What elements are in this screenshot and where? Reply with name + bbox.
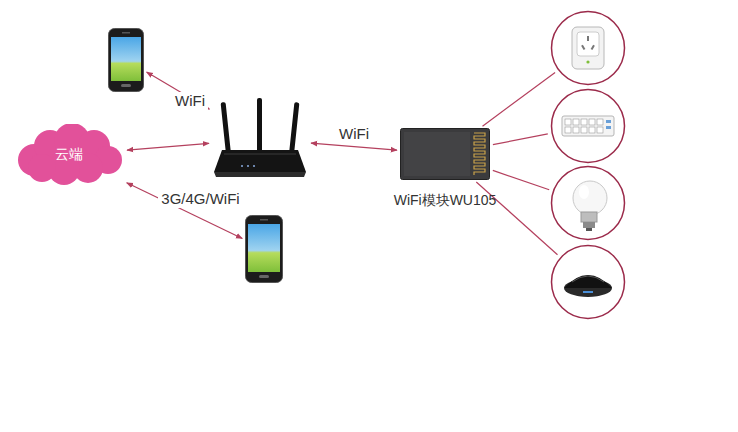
socket-hole (581, 45, 585, 50)
phone-body (246, 216, 283, 283)
node-illustration (245, 215, 283, 283)
bulb-tip (586, 228, 592, 231)
node-illustration (550, 165, 626, 241)
router-antenna (257, 98, 262, 154)
phone-button (121, 84, 131, 87)
strip-outlet (581, 127, 587, 133)
strip-outlet (589, 119, 595, 125)
router-antenna (289, 102, 299, 154)
device-circle (550, 10, 626, 86)
node-illustration (108, 28, 144, 92)
bulb-glass (573, 181, 607, 215)
hub-shine (572, 276, 604, 282)
cloud-puff (28, 154, 56, 182)
strip-outlet (597, 119, 603, 125)
socket-face (577, 32, 599, 56)
router-led (253, 165, 255, 167)
module-board (401, 129, 490, 180)
device-ring (552, 246, 625, 319)
node-illustration (400, 128, 490, 180)
link-line (493, 170, 549, 189)
phone-screen (248, 224, 280, 272)
device-circle (550, 88, 626, 164)
arrow-connector (147, 72, 210, 109)
phone-speaker (122, 32, 130, 34)
socket-led (586, 60, 589, 63)
arrow-connector (127, 183, 243, 239)
router-icon (212, 98, 308, 180)
socket-body (572, 27, 604, 69)
strip-outlet (565, 127, 571, 133)
device-ring (552, 12, 625, 85)
hub-dome (564, 275, 612, 288)
node-illustration (212, 98, 308, 180)
phone-button (259, 275, 269, 278)
router-edge (224, 154, 296, 155)
edge-label: 3G/4G/WiFi (158, 190, 242, 208)
device-circle (550, 165, 626, 241)
strip-body (562, 116, 614, 136)
strip-outlet (573, 119, 579, 125)
edge-label: WiFi (336, 125, 372, 143)
bulb-shine (579, 185, 589, 199)
strip-usb (606, 120, 611, 123)
module-antenna (474, 133, 485, 175)
router-led (241, 165, 243, 167)
strip-outlet (597, 127, 603, 133)
hub-led (583, 291, 593, 293)
phone-icon (108, 28, 144, 92)
device-ring (552, 90, 625, 163)
device-ring (552, 167, 625, 240)
strip-outlet (581, 119, 587, 125)
phone-speaker (260, 219, 268, 221)
node-illustration (550, 244, 626, 320)
node-illustration (550, 88, 626, 164)
bulb-base (583, 222, 595, 228)
socket-hole (587, 36, 589, 41)
cloud-shape: 云端 (14, 124, 124, 186)
edge-label: WiFi (172, 92, 208, 110)
module-label: WiFi模块WU105 (394, 192, 497, 210)
router-body (214, 150, 306, 172)
socket-hole (591, 45, 595, 50)
link-line (493, 134, 548, 145)
node-label: 云端 (55, 146, 83, 164)
strip-outlet (573, 127, 579, 133)
link-line (483, 72, 556, 126)
phone-icon (245, 215, 283, 283)
module-shield (404, 132, 470, 176)
router-antenna (221, 102, 231, 154)
bulb-neck (581, 212, 597, 222)
device-circle (550, 244, 626, 320)
node-illustration (550, 10, 626, 86)
strip-outlet (565, 119, 571, 125)
phone-body (109, 29, 144, 92)
router-base (214, 172, 306, 177)
arrow-connector (127, 143, 209, 150)
strip-usb (606, 126, 611, 129)
wifi-module: WiFi模块WU105 (400, 128, 490, 180)
phone-screen (111, 37, 141, 81)
router-led (247, 165, 249, 167)
strip-outlet (589, 127, 595, 133)
arrow-connector (311, 143, 397, 150)
